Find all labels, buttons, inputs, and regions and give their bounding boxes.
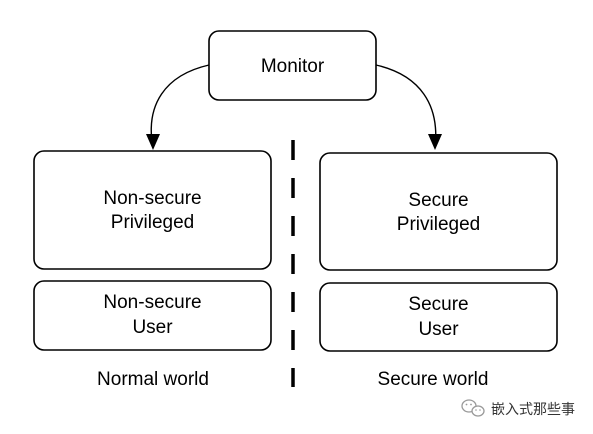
non-secure-privileged-box: Non-secure Privileged <box>33 150 272 270</box>
secure-user-box: Secure User <box>319 282 558 352</box>
non-secure-user-line1: Non-secure <box>103 292 201 313</box>
secure-privileged-box: Secure Privileged <box>319 152 558 271</box>
secure-user-line1: Secure <box>408 294 468 315</box>
secure-user-line2: User <box>418 319 459 340</box>
non-secure-user-box: Non-secure User <box>33 280 272 351</box>
non-secure-privileged-line2: Privileged <box>111 212 194 233</box>
watermark-text: 嵌入式那些事 <box>491 402 575 418</box>
secure-privileged-line1: Secure <box>408 190 468 211</box>
secure-privileged-line2: Privileged <box>397 214 480 235</box>
arrowhead-right <box>428 134 442 150</box>
normal-world-caption: Normal world <box>97 369 209 390</box>
non-secure-privileged-line1: Non-secure <box>103 188 201 209</box>
watermark: 嵌入式那些事 <box>461 399 575 418</box>
arrow-to-secure-world <box>375 64 437 149</box>
arrowhead-left <box>146 134 160 150</box>
monitor-label: Monitor <box>261 56 325 77</box>
wechat-icon <box>461 399 485 417</box>
arrow-to-normal-world <box>150 64 210 149</box>
monitor-box: Monitor <box>208 30 377 101</box>
secure-world-caption: Secure world <box>378 369 489 390</box>
non-secure-user-line2: User <box>132 317 173 338</box>
